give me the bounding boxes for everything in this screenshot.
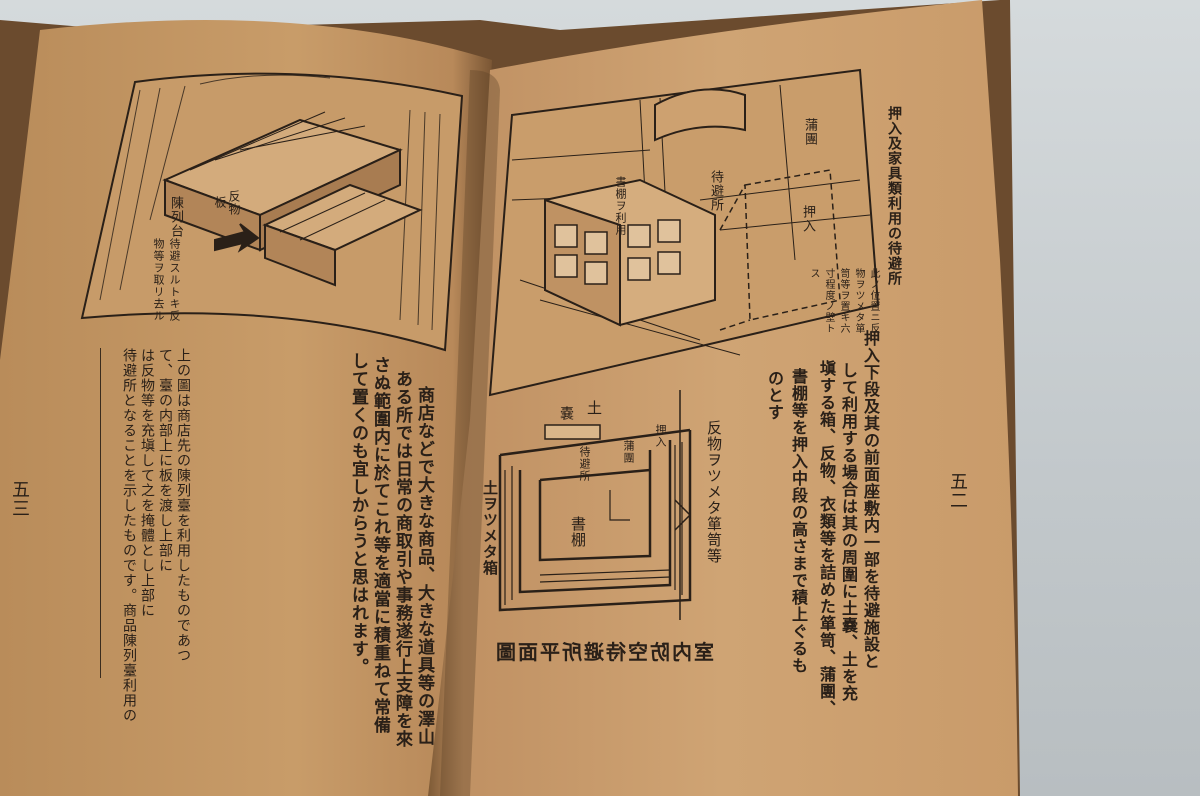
caption-line-3: は反物等を充塡して之を掩體とし上部に xyxy=(139,348,155,618)
plan-label-taihisho: 待避所 xyxy=(578,446,591,482)
right-body-line-3: 塡する箱、反物、衣類等を詰めた箪笥、蒲團、 xyxy=(817,360,836,717)
left-diagram-row-label: 反物 xyxy=(227,190,241,216)
caption-line-2: て、臺の内部上に板を渡し上部に xyxy=(157,348,173,573)
left-body-line-2: ある所では日常の商取引や事務遂行上支障を來 xyxy=(392,370,412,748)
right-body-line-5: のとす xyxy=(765,370,784,421)
floor-plan-illustration xyxy=(498,390,692,620)
right-page-title: 押入及家具類利用の待避所 xyxy=(886,106,902,286)
plan-side-note-1: 反物ヲツメタ箪笥等 xyxy=(705,420,723,564)
right-page-number: 五二 xyxy=(947,472,968,510)
room-iso-illustration xyxy=(488,68,880,397)
plan-side-note-2: 土ヲツメタ箱 xyxy=(481,480,499,576)
plan-label-oshiire: 押入 xyxy=(654,424,667,448)
right-body-line-4: 書棚等を押入中段の高さまで積上ぐるも xyxy=(789,368,808,674)
left-diagram-stand-note: 待避スルトキ反物等ヲ取リ去ル xyxy=(152,238,181,322)
left-diagram-board-label: 板 xyxy=(213,196,227,209)
iso-label-oshiire: 押入 xyxy=(800,205,815,233)
caption-line-4: 待避所となることを示したものです。商品陳列臺利用の xyxy=(121,348,137,723)
plan-title: 室内防空待避所平面圖 xyxy=(494,640,714,664)
plan-label-bookshelf: 書棚 xyxy=(569,516,587,548)
right-body-line-1: 押入下段及其の前面座敷内一部を待避施設と xyxy=(861,330,880,670)
iso-label-shelf-note: 書棚ヲ利用 xyxy=(614,176,627,236)
plan-label-futon: 蒲團 xyxy=(622,440,635,464)
plan-label-soil: 土 xyxy=(585,400,603,416)
left-body-line-4: して置くのも宜しからうと思はれます。 xyxy=(348,352,368,676)
left-page-number: 五三 xyxy=(9,480,30,518)
iso-label-taihisho: 待避所 xyxy=(708,170,723,212)
iso-label-futon: 蒲團 xyxy=(802,118,817,146)
right-body-line-2: して利用する場合は其の周圍に土嚢、土を充 xyxy=(839,362,858,702)
left-diagram-stand-label: 陳列台 xyxy=(168,196,183,238)
shop-display-illustration xyxy=(80,72,464,352)
left-body-line-3: さぬ範圍内に於てこれ等を適當に積重ねて常備 xyxy=(370,356,390,734)
left-body-line-1: 商店などで大きな商品、大きな道具等の澤山 xyxy=(414,386,434,746)
left-caption: 上の圖は商店先の陳列臺を利用したものであつ て、臺の内部上に板を渡し上部に は反… xyxy=(100,348,201,723)
caption-line-1: 上の圖は商店先の陳列臺を利用したものであつ xyxy=(175,348,191,663)
iso-label-fill-note: 此ノ位置ニ反物ヲツメタ箪笥等ヲ置キ六寸程度ノ壁トス xyxy=(808,268,879,334)
plan-label-sandbag: 嚢 xyxy=(558,406,574,421)
